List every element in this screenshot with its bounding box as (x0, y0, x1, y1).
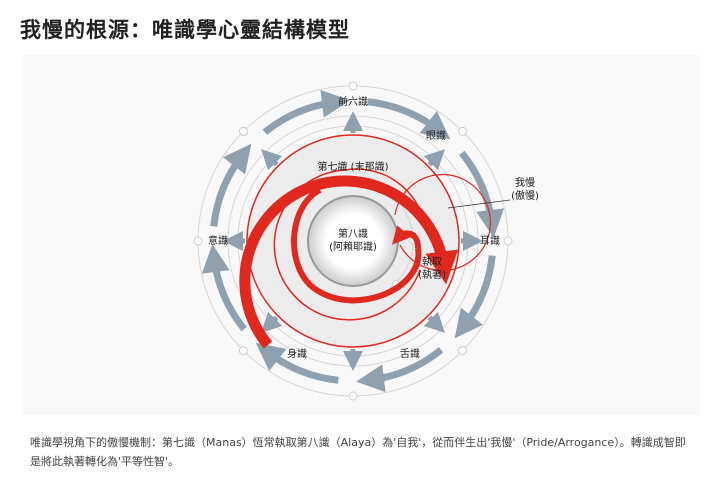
label-mind: 意識 (208, 234, 228, 247)
ring-node (348, 81, 358, 91)
label-pride: 我慢 (515, 177, 535, 189)
pride-pointer-line (447, 199, 511, 209)
ring-node (348, 391, 358, 401)
outer-flow-arrow (255, 342, 339, 384)
ring-node (193, 236, 203, 246)
radial-arrow (423, 149, 445, 171)
labels: 前六識 眼識 耳識 舌識 身識 意識 第七識 (末那識) 第八識 (阿賴耶識) … (208, 95, 539, 360)
label-grasp-sub: (執著) (418, 268, 446, 281)
label-eighth-sub: (阿賴耶識) (329, 240, 377, 253)
ring-node (238, 126, 248, 136)
label-grasp: 執取 (422, 255, 442, 268)
ring-node (238, 346, 248, 356)
sense-flow-arrows (201, 89, 505, 393)
outer-flow-arrow (356, 347, 444, 393)
grasping-red-arrows (239, 168, 492, 349)
radial-arrow (261, 149, 283, 171)
page-title: 我慢的根源：唯識學心靈結構模型 (20, 18, 350, 42)
label-six-consciousnesses: 前六識 (338, 95, 368, 108)
label-eye: 眼識 (426, 129, 446, 142)
ring-node (458, 346, 468, 356)
label-tongue: 舌識 (400, 347, 420, 360)
outer-flow-arrow (367, 98, 451, 140)
label-seventh: 第七識 (末那識) (318, 160, 389, 173)
outer-flow-arrow (210, 143, 252, 227)
outer-flow-arrow (262, 89, 350, 135)
label-ear: 耳識 (480, 234, 500, 247)
ring-node (458, 126, 468, 136)
big-red-arrow (239, 175, 459, 349)
radial-arrow (261, 311, 283, 333)
label-body: 身識 (287, 347, 307, 360)
outer-flow-arrow (454, 255, 496, 339)
caption: 唯識學視角下的傲慢機制：第七識（Manas）恆常執取第八識（Alaya）為'自我… (30, 436, 686, 468)
radial-arrow (423, 311, 445, 333)
outer-flow-arrow (201, 244, 247, 332)
ring-node (503, 236, 513, 246)
label-eighth: 第八識 (338, 227, 368, 240)
label-pride-sub: (傲慢) (511, 190, 539, 202)
outer-flow-arrow (459, 150, 505, 238)
